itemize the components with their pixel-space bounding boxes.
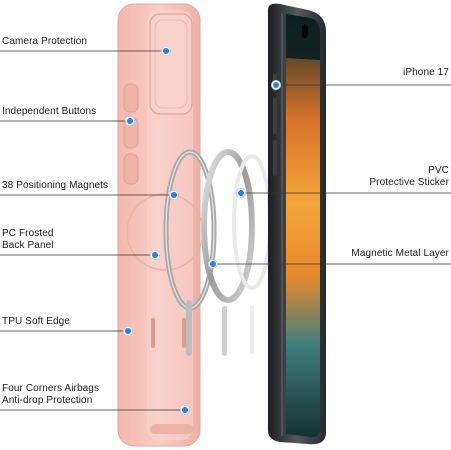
label-tpu-soft-edge: TPU Soft Edge [2,316,70,328]
label-independent-buttons: Independent Buttons [2,106,96,118]
label-text-line-1: Four Corners Airbags [2,383,100,394]
callout-lines [0,50,451,411]
label-text: Magnetic Metal Layer [351,248,449,259]
label-pvc-protective-sticker: PVC Protective Sticker [369,165,449,189]
iphone-device [268,3,326,445]
label-text: 38 Positioning Magnets [2,180,109,191]
label-text-line-1: PVC [428,165,449,176]
label-frosted-back-panel: PC Frosted Back Panel [2,228,54,252]
phone-case [117,3,204,447]
blue-dot-icon [125,116,135,126]
label-text: Independent Buttons [2,106,97,117]
label-text: Camera Protection [2,36,88,47]
label-positioning-magnets: 38 Positioning Magnets [2,180,108,192]
blue-dot-icon [123,326,133,336]
blue-dot-icon [150,250,160,260]
label-camera-protection: Camera Protection [2,36,87,48]
blue-dot-icon [161,46,171,56]
blue-dot-icon [169,190,179,200]
label-text-line-2: Back Panel [2,240,54,251]
blue-dot-icon [208,259,218,269]
label-magnetic-metal-layer: Magnetic Metal Layer [351,248,449,260]
label-text-line-2: Protective Sticker [369,177,449,188]
label-iphone-model: iPhone 17 [403,67,449,79]
blue-dot-icon [236,188,246,198]
blue-dot-icon [180,405,190,415]
label-text: TPU Soft Edge [2,316,70,327]
magnet-ring-1 [163,149,217,356]
label-four-corners-airbags: Four Corners Airbags Anti-drop Protectio… [2,383,99,407]
metal-ring-2 [201,149,255,356]
label-text-line-2: Anti-drop Protection [2,395,93,406]
callout-dots [123,46,281,415]
blue-dot-icon [271,80,281,90]
label-text: iPhone 17 [403,67,449,78]
label-text-line-1: PC Frosted [2,228,54,239]
